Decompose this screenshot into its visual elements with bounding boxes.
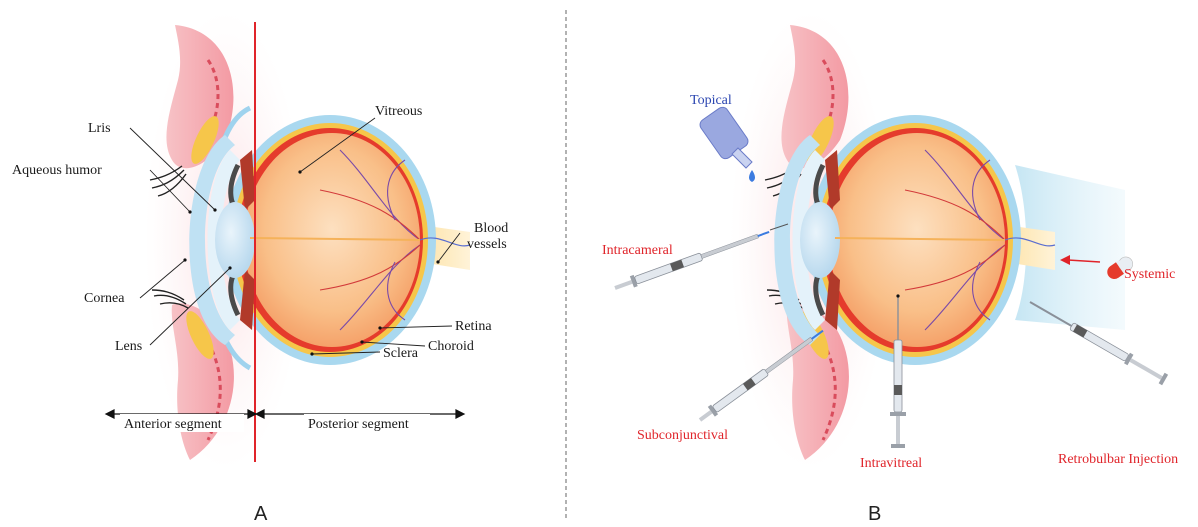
label-choroid: Choroid xyxy=(428,339,474,354)
label-intravitreal: Intravitreal xyxy=(860,456,922,471)
label-retrobulbar-injection: Retrobulbar Injection xyxy=(1058,452,1178,467)
label-retina: Retina xyxy=(455,319,492,334)
panel-a-eye-anatomy: Lris Aqueous humor Cornea Lens Vitreous … xyxy=(12,10,508,525)
label-anterior-segment: Anterior segment xyxy=(124,417,222,432)
label-vessels: vessels xyxy=(467,237,507,252)
label-systemic: Systemic xyxy=(1124,267,1175,282)
panel-b-drug-delivery: Topical Intracameral Subconjunctival Int… xyxy=(602,10,1178,525)
label-topical: Topical xyxy=(690,93,732,108)
label-blood: Blood xyxy=(474,221,508,236)
label-lens: Lens xyxy=(115,339,142,354)
label-iris: Lris xyxy=(88,121,111,136)
lens xyxy=(215,202,255,278)
panel-letter-b: B xyxy=(868,503,881,525)
label-cornea: Cornea xyxy=(84,291,125,306)
label-subconjunctival: Subconjunctival xyxy=(637,428,728,443)
panel-letter-a: A xyxy=(254,503,268,525)
label-aqueous-humor: Aqueous humor xyxy=(12,163,102,178)
label-intracameral: Intracameral xyxy=(602,243,673,258)
label-posterior-segment: Posterior segment xyxy=(308,417,409,432)
label-sclera: Sclera xyxy=(383,346,419,361)
label-vitreous: Vitreous xyxy=(375,104,422,119)
lens-b xyxy=(800,202,840,278)
